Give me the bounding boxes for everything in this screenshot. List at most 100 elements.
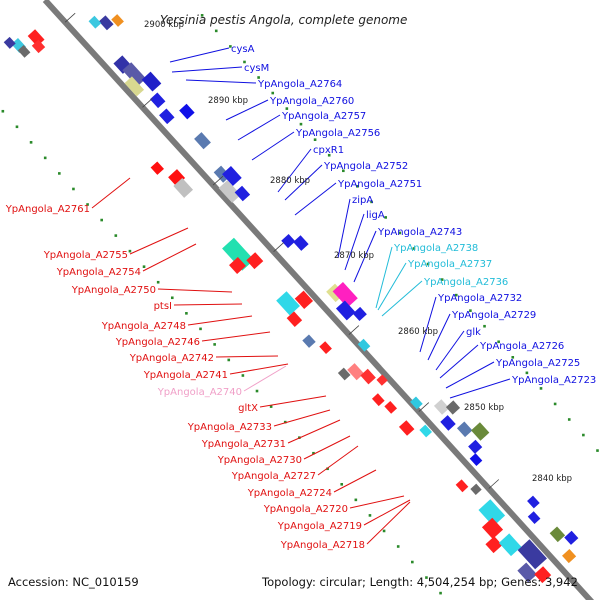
gene-feature	[471, 422, 490, 441]
gene-label-forward: YpAngola_A2737	[407, 259, 492, 270]
leader-line	[317, 445, 359, 476]
gc-dot	[170, 296, 174, 300]
gene-feature	[111, 14, 124, 27]
gene-feature	[17, 45, 31, 58]
gc-dot	[285, 107, 289, 110]
gene-feature	[31, 39, 46, 54]
gene-feature	[294, 290, 314, 310]
gene-feature	[335, 300, 356, 321]
gene-feature	[229, 257, 246, 274]
gene-feature	[498, 533, 522, 557]
leader-line	[169, 47, 230, 63]
leader-line	[375, 246, 393, 309]
leader-line	[185, 79, 257, 84]
gene-feature	[481, 517, 504, 540]
gene-label-forward: YpAngola_A2756	[295, 128, 380, 139]
gene-label-forward: YpAngola_A2760	[269, 96, 354, 107]
gene-label-reverse: ptsI	[154, 301, 172, 312]
tick-mark	[142, 98, 153, 108]
gc-dot	[128, 249, 132, 253]
tick-label: 2870 kbp	[334, 251, 374, 261]
gene-feature	[360, 368, 376, 385]
leader-line	[366, 501, 411, 545]
gene-feature	[141, 71, 162, 92]
gene-label-forward: YpAngola_A2738	[393, 243, 478, 254]
leader-line	[157, 288, 233, 293]
leader-line	[215, 355, 279, 358]
gene-feature	[376, 374, 388, 386]
gene-label-reverse: YpAngola_A2724	[247, 488, 332, 499]
leader-line	[229, 363, 289, 375]
gene-feature	[302, 334, 316, 348]
gc-dot	[86, 203, 89, 206]
gc-dot	[241, 374, 245, 377]
gene-feature	[470, 483, 482, 495]
leader-line	[187, 315, 253, 326]
gc-dot	[214, 29, 218, 33]
gene-feature	[562, 549, 577, 564]
gc-dot	[567, 418, 571, 421]
leader-line	[259, 395, 327, 408]
leader-line	[419, 296, 437, 353]
gene-feature	[194, 132, 211, 150]
gene-label-reverse: YpAngola_A2740	[157, 387, 242, 398]
gc-dot	[29, 141, 33, 144]
gc-dot	[411, 560, 414, 564]
gene-label-reverse: YpAngola_A2741	[143, 370, 228, 381]
gene-label-reverse: YpAngola_A2720	[263, 504, 348, 515]
leader-line	[333, 469, 377, 493]
gc-dot	[511, 356, 515, 359]
gene-feature	[357, 338, 371, 352]
gc-dot	[269, 405, 273, 408]
gc-dot	[368, 514, 372, 517]
gene-feature	[149, 92, 166, 109]
gc-dot	[596, 449, 599, 452]
gene-feature	[179, 103, 195, 120]
gc-dot	[340, 483, 344, 486]
gene-label-forward: glk	[466, 327, 481, 338]
gene-feature	[517, 562, 538, 583]
gene-feature	[455, 479, 469, 493]
gene-feature	[456, 421, 473, 438]
gc-dot	[185, 312, 188, 315]
tick-mark	[273, 242, 284, 252]
gene-feature	[218, 180, 241, 203]
tick-label: 2850 kbp	[464, 403, 504, 413]
gene-feature	[352, 306, 367, 321]
gc-dot	[553, 402, 557, 406]
gene-feature	[440, 415, 456, 431]
leader-line	[445, 361, 495, 389]
gc-dot	[257, 76, 260, 79]
gene-feature	[222, 166, 242, 186]
gene-feature	[549, 526, 566, 543]
gene-feature	[384, 401, 398, 414]
leader-line	[201, 331, 271, 342]
leader-line	[237, 114, 281, 141]
leader-line	[173, 303, 243, 306]
gene-label-forward: YpAngola_A2743	[377, 227, 462, 238]
gene-feature	[122, 62, 147, 87]
gene-feature	[527, 511, 541, 524]
gc-dot	[283, 420, 287, 424]
gene-feature	[419, 424, 433, 438]
gc-dot	[384, 216, 387, 219]
gene-feature	[281, 234, 296, 249]
tick-mark	[348, 325, 360, 335]
gene-feature	[3, 36, 16, 49]
gene-label-forward: cysA	[231, 44, 255, 55]
gene-feature	[222, 237, 255, 271]
gene-label-reverse: YpAngola_A2733	[187, 422, 272, 433]
gc-dot	[354, 498, 358, 502]
gene-label-forward: YpAngola_A2751	[337, 179, 422, 190]
gc-dot	[15, 125, 19, 129]
gc-skew-dots	[1, 14, 599, 595]
gene-label-forward: YpAngola_A2752	[323, 161, 408, 172]
gene-feature	[347, 363, 365, 381]
gc-dot	[469, 309, 472, 312]
gene-feature	[276, 291, 301, 316]
gene-label-reverse: YpAngola_A2727	[231, 471, 316, 482]
gc-dot	[539, 387, 543, 390]
gene-feature	[319, 341, 332, 354]
leader-line	[439, 344, 479, 379]
